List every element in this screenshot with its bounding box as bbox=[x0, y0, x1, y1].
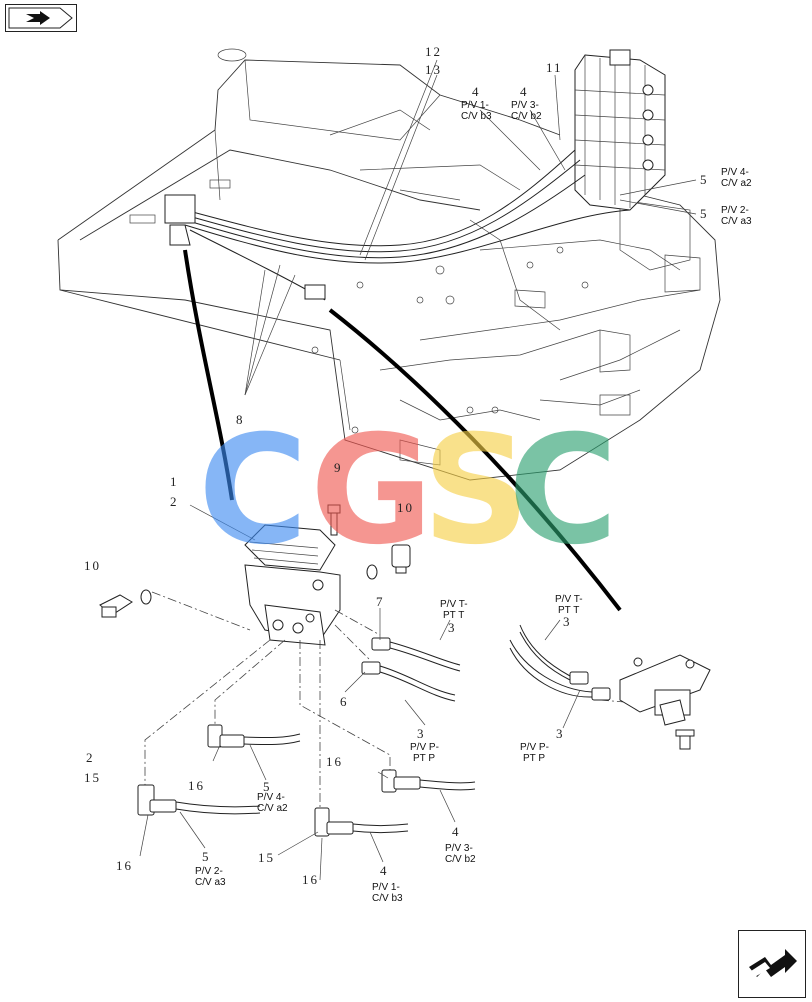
leader-thick-right bbox=[328, 308, 622, 612]
callout-15-left: 15 bbox=[84, 770, 101, 785]
label-pv3-cvb2-top-1: P/V 3- bbox=[511, 100, 539, 111]
label-pv3-cvb2-top-2: C/V b2 bbox=[511, 111, 542, 122]
elbow-fitting-2 bbox=[137, 784, 261, 816]
callout-5-top-a: 5 bbox=[700, 172, 709, 187]
callout-3-right-bottom: 3 bbox=[556, 726, 565, 741]
callout-12: 12 bbox=[425, 44, 442, 59]
right-bracket-assembly bbox=[509, 624, 711, 750]
callout-16-mid: 16 bbox=[326, 754, 343, 769]
callout-16-upper-left: 16 bbox=[188, 778, 205, 793]
label-pv4-cva2-top-1: P/V 4- bbox=[721, 167, 749, 178]
prev-page-button[interactable] bbox=[5, 4, 77, 32]
callout-3-right-top: 3 bbox=[563, 614, 572, 629]
label-pvp-ptp-mid-2: PT P bbox=[413, 753, 435, 764]
label-pvt-ptt-right-2: PT T bbox=[558, 605, 579, 616]
callout-3-mid-top: 3 bbox=[448, 620, 457, 635]
label-pv1-cvb3-bottom-2: C/V b3 bbox=[372, 893, 403, 904]
label-pv1-cvb3-top-1: P/V 1- bbox=[461, 100, 489, 111]
callout-5-bottom-b: 5 bbox=[202, 849, 211, 864]
watermark: C G S C bbox=[198, 404, 618, 578]
mid-hose-assembly bbox=[361, 637, 461, 702]
upper-hose-bundle bbox=[164, 149, 631, 301]
callout-numbers: 12 13 11 4 4 5 5 8 1 2 9 10 10 7 6 3 3 3… bbox=[84, 44, 709, 887]
label-pv2-cva3-top-2: C/V a3 bbox=[721, 216, 752, 227]
elbow-fitting-3 bbox=[381, 769, 476, 793]
callout-10-right: 10 bbox=[397, 500, 414, 515]
callout-5-bottom-a: 5 bbox=[263, 779, 272, 794]
label-pv2-cva3-bottom-1: P/V 2- bbox=[195, 866, 223, 877]
control-valve bbox=[574, 49, 666, 211]
callout-8: 8 bbox=[236, 412, 245, 427]
callout-2-bottom: 2 bbox=[86, 750, 95, 765]
port-labels: P/V 1- C/V b3 P/V 3- C/V b2 P/V 4- C/V a… bbox=[195, 100, 752, 904]
arrow-prev-icon bbox=[8, 7, 73, 29]
arrow-next-icon bbox=[745, 937, 799, 991]
watermark-letter-1: C bbox=[198, 404, 308, 578]
leader-thick-left bbox=[183, 249, 234, 501]
label-pvt-ptt-mid-2: PT T bbox=[443, 610, 464, 621]
label-pv1-cvb3-bottom-1: P/V 1- bbox=[372, 882, 400, 893]
callout-3-mid-bottom: 3 bbox=[417, 726, 426, 741]
callout-4-bottom-b: 4 bbox=[380, 863, 389, 878]
callout-4-bottom-a: 4 bbox=[452, 824, 461, 839]
callout-2-top: 2 bbox=[170, 494, 179, 509]
callout-16-lower-left: 16 bbox=[116, 858, 133, 873]
label-pvt-ptt-right-1: P/V T- bbox=[555, 594, 583, 605]
callout-9: 9 bbox=[334, 460, 343, 475]
next-page-button[interactable] bbox=[738, 930, 806, 998]
assembly-dashed-lines bbox=[144, 609, 661, 810]
callout-6: 6 bbox=[340, 694, 349, 709]
watermark-letter-4: C bbox=[508, 404, 618, 578]
pilot-valve bbox=[244, 524, 341, 646]
label-pv3-cvb2-bottom-1: P/V 3- bbox=[445, 843, 473, 854]
callout-5-top-b: 5 bbox=[700, 206, 709, 221]
callout-15-mid: 15 bbox=[258, 850, 275, 865]
bottom-leader-lines bbox=[139, 504, 581, 881]
elbow-fitting-1 bbox=[207, 724, 301, 748]
callout-1: 1 bbox=[170, 474, 179, 489]
label-pvp-ptp-right-1: P/V P- bbox=[520, 742, 549, 753]
label-pv3-cvb2-bottom-2: C/V b2 bbox=[445, 854, 476, 865]
pressure-switch-10-left bbox=[99, 589, 251, 631]
elbow-fitting-4 bbox=[314, 807, 409, 837]
callout-4-top-b: 4 bbox=[520, 84, 529, 99]
pressure-switch-10-right bbox=[366, 544, 411, 580]
label-pvt-ptt-mid-1: P/V T- bbox=[440, 599, 468, 610]
label-pv4-cva2-top-2: C/V a2 bbox=[721, 178, 752, 189]
watermark-letter-3: S bbox=[422, 404, 530, 578]
bolt-9 bbox=[327, 504, 341, 536]
callout-4-top-a: 4 bbox=[472, 84, 481, 99]
top-leader-lines bbox=[244, 59, 697, 396]
callout-11: 11 bbox=[546, 60, 563, 75]
label-pvp-ptp-right-2: PT P bbox=[523, 753, 545, 764]
callout-13: 13 bbox=[425, 62, 442, 77]
watermark-letter-2: G bbox=[310, 404, 433, 578]
label-pv4-cva2-bottom-2: C/V a2 bbox=[257, 803, 288, 814]
callout-16-bottom: 16 bbox=[302, 872, 319, 887]
label-pv4-cva2-bottom-1: P/V 4- bbox=[257, 792, 285, 803]
callout-7: 7 bbox=[376, 594, 385, 609]
upper-frame bbox=[57, 48, 721, 481]
label-pv1-cvb3-top-2: C/V b3 bbox=[461, 111, 492, 122]
label-pv2-cva3-top-1: P/V 2- bbox=[721, 205, 749, 216]
callout-10-left: 10 bbox=[84, 558, 101, 573]
label-pvp-ptp-mid-1: P/V P- bbox=[410, 742, 439, 753]
label-pv2-cva3-bottom-2: C/V a3 bbox=[195, 877, 226, 888]
